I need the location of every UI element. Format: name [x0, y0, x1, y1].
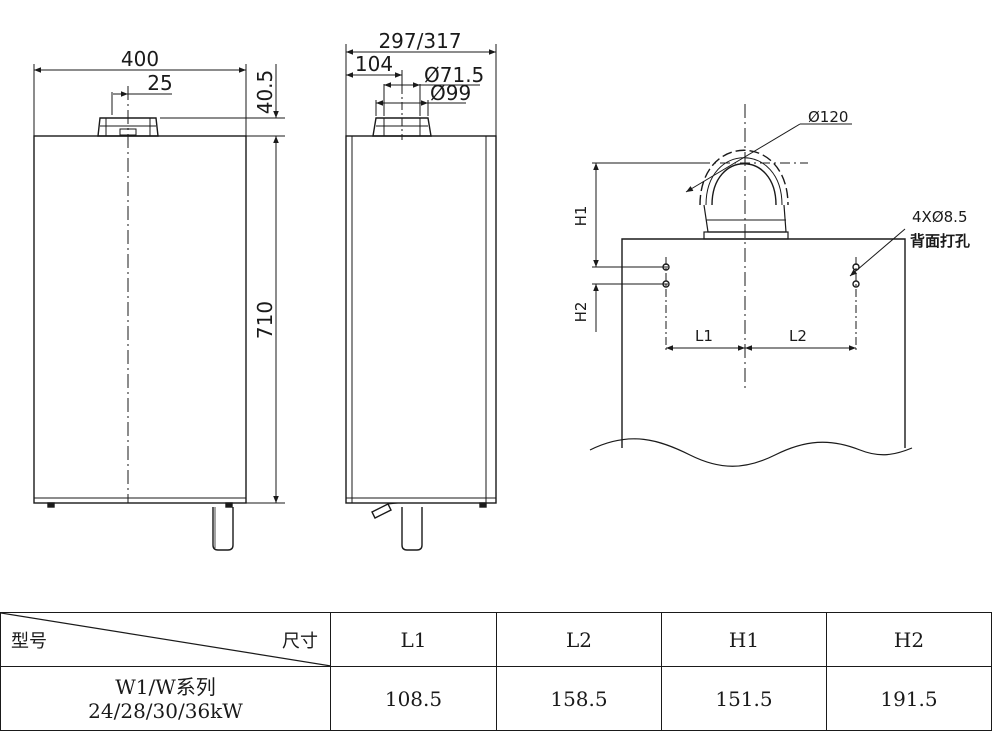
holes-label: 4XØ8.5 — [912, 208, 967, 226]
spec-table: 型号 尺寸 L1 L2 H1 H2 W1/W系列 24/28/30/36kW 1… — [0, 612, 992, 731]
corner-model-label: 型号 — [11, 631, 47, 652]
corner-cell: 型号 尺寸 — [0, 612, 331, 667]
model-cell: W1/W系列 24/28/30/36kW — [0, 666, 331, 731]
l2-label: L2 — [789, 327, 807, 345]
side-flue-collar — [372, 117, 432, 137]
header-l2: L2 — [496, 612, 662, 667]
header-l1: L1 — [330, 612, 497, 667]
table-row: W1/W系列 24/28/30/36kW 108.5 158.5 151.5 1… — [0, 666, 992, 731]
mount-break-line — [589, 438, 913, 467]
side-view — [345, 44, 497, 551]
side-body — [345, 135, 497, 504]
front-view — [33, 64, 285, 551]
front-flue-collar — [97, 117, 159, 137]
h1-label: H1 — [572, 206, 590, 227]
side-depth-label: 297/317 — [378, 29, 461, 53]
elbow-diam-label: Ø120 — [808, 108, 848, 126]
corner-diagonal — [1, 613, 331, 666]
corner-dim-label: 尺寸 — [282, 631, 318, 652]
value-h1: 151.5 — [661, 666, 827, 731]
technical-drawing: 400 25 40.5 710 297/3 — [33, 29, 970, 551]
side-outer-diam-label: Ø99 — [430, 81, 471, 105]
model-line-2: 24/28/30/36kW — [88, 698, 243, 723]
l1-label: L1 — [695, 327, 713, 345]
holes-note-label: 背面打孔 — [910, 232, 970, 250]
side-drain-pipe — [401, 507, 423, 551]
value-l2: 158.5 — [496, 666, 662, 731]
side-offset-label: 104 — [355, 52, 393, 76]
flue-elbow — [711, 163, 777, 206]
front-width-label: 400 — [121, 47, 159, 71]
value-l1: 108.5 — [330, 666, 497, 731]
header-h2: H2 — [826, 612, 992, 667]
side-valve — [371, 503, 392, 519]
front-height-label: 710 — [253, 301, 277, 339]
front-body — [33, 135, 247, 504]
h2-label: H2 — [572, 302, 590, 323]
side-inner-diam-label: Ø71.5 — [424, 63, 484, 87]
model-line-1: W1/W系列 — [115, 674, 216, 699]
front-top-height-label: 40.5 — [253, 70, 277, 115]
front-drain-pipe — [212, 507, 234, 551]
mount-view — [589, 104, 913, 467]
header-h1: H1 — [661, 612, 827, 667]
front-offset-label: 25 — [147, 71, 172, 95]
table-header-row: 型号 尺寸 L1 L2 H1 H2 — [0, 612, 992, 667]
value-h2: 191.5 — [826, 666, 992, 731]
